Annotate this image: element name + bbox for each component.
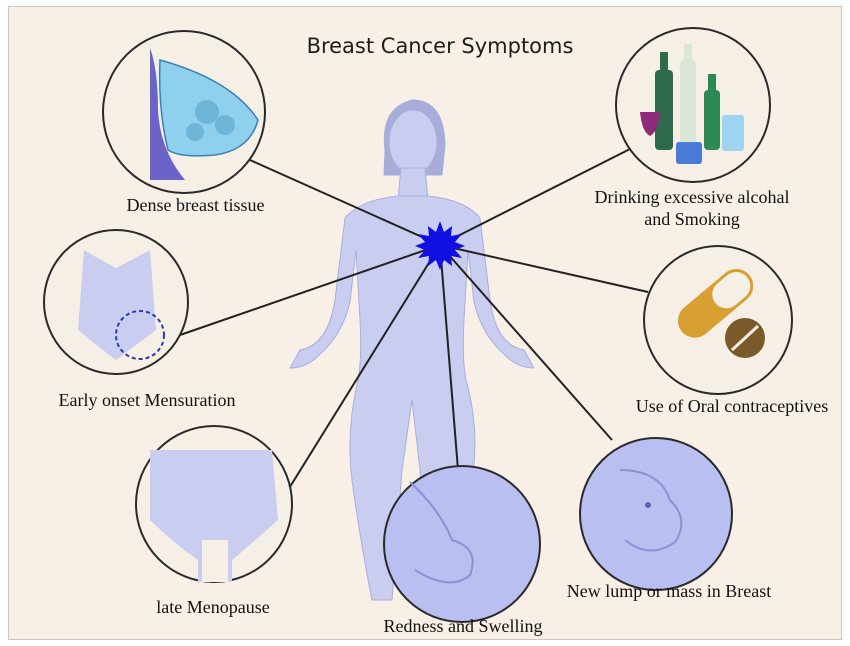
label-redness-swelling: Redness and Swelling [358,615,568,637]
label-early-onset: Early onset Mensuration [34,389,260,411]
diagram-title: Breast Cancer Symptoms [0,34,850,58]
oral-contraceptives-circle [644,246,792,394]
late-menopause-circle [136,426,292,582]
label-late-menopause: late Menopause [138,596,288,618]
label-alcohol: Drinking excessive alcohal and Smoking [570,186,814,230]
redness-swelling-circle [384,466,540,622]
label-new-lump: New lump or mass in Breast [538,580,800,602]
label-dense-breast: Dense breast tissue [108,194,283,216]
early-onset-circle [44,230,188,374]
label-alcohol-line2: and Smoking [570,208,814,230]
label-alcohol-line1: Drinking excessive alcohal [570,186,814,208]
label-oral-contraceptives: Use of Oral contraceptives [614,395,850,417]
new-lump-circle [580,438,732,590]
